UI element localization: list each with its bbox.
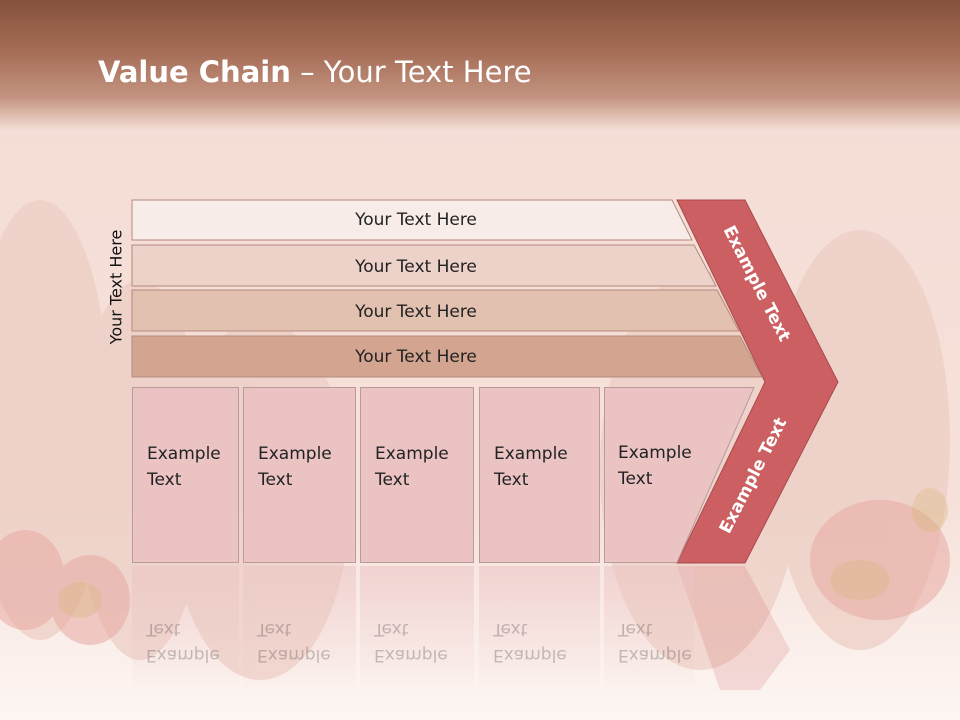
activity-box-1: Example Text: [132, 387, 239, 563]
slide-title-rest: – Your Text Here: [290, 55, 532, 89]
activity-box-5: Example Text: [604, 387, 764, 563]
box-5-reflection: Example Text: [604, 566, 694, 692]
activity-box-3-label: Example Text: [375, 444, 449, 490]
box-3-reflection-text: Example Text: [374, 619, 448, 665]
slide-title-bold: Value Chain: [98, 55, 291, 89]
bar-1-label: Your Text Here: [354, 210, 477, 230]
box-1-reflection: Example Text: [132, 566, 239, 692]
activity-box-3: Example Text: [360, 387, 474, 563]
chevron-reflection: [677, 566, 790, 690]
box-3-reflection: Example Text: [360, 566, 474, 692]
box-4-reflection-text: Example Text: [493, 619, 567, 665]
bar-1: [131, 199, 693, 241]
activity-box-1-label: Example Text: [147, 444, 221, 490]
header-band: [0, 0, 960, 130]
bar-3-label: Your Text Here: [354, 302, 477, 322]
activity-box-2-label: Example Text: [258, 444, 332, 490]
value-chain-chevron: [676, 199, 839, 564]
box-4-reflection: Example Text: [479, 566, 600, 692]
activity-box-4: Example Text: [479, 387, 600, 563]
activity-box-2: Example Text: [243, 387, 356, 563]
slide-title: Value Chain – Your Text Here: [98, 55, 532, 89]
box-5-reflection-text: Example Text: [618, 619, 692, 665]
bar-2: [131, 244, 717, 287]
box-2-reflection-text: Example Text: [257, 619, 331, 665]
bar-3: [131, 289, 740, 332]
bar-4: [131, 335, 763, 378]
bar-2-label: Your Text Here: [354, 257, 477, 277]
bar-4-label: Your Text Here: [354, 347, 477, 367]
activity-box-4-label: Example Text: [494, 444, 568, 490]
box-1-reflection-text: Example Text: [146, 619, 220, 665]
box-2-reflection: Example Text: [243, 566, 356, 692]
activity-box-5-shape: [604, 387, 755, 563]
activity-box-5-label: Example Text: [618, 443, 692, 489]
